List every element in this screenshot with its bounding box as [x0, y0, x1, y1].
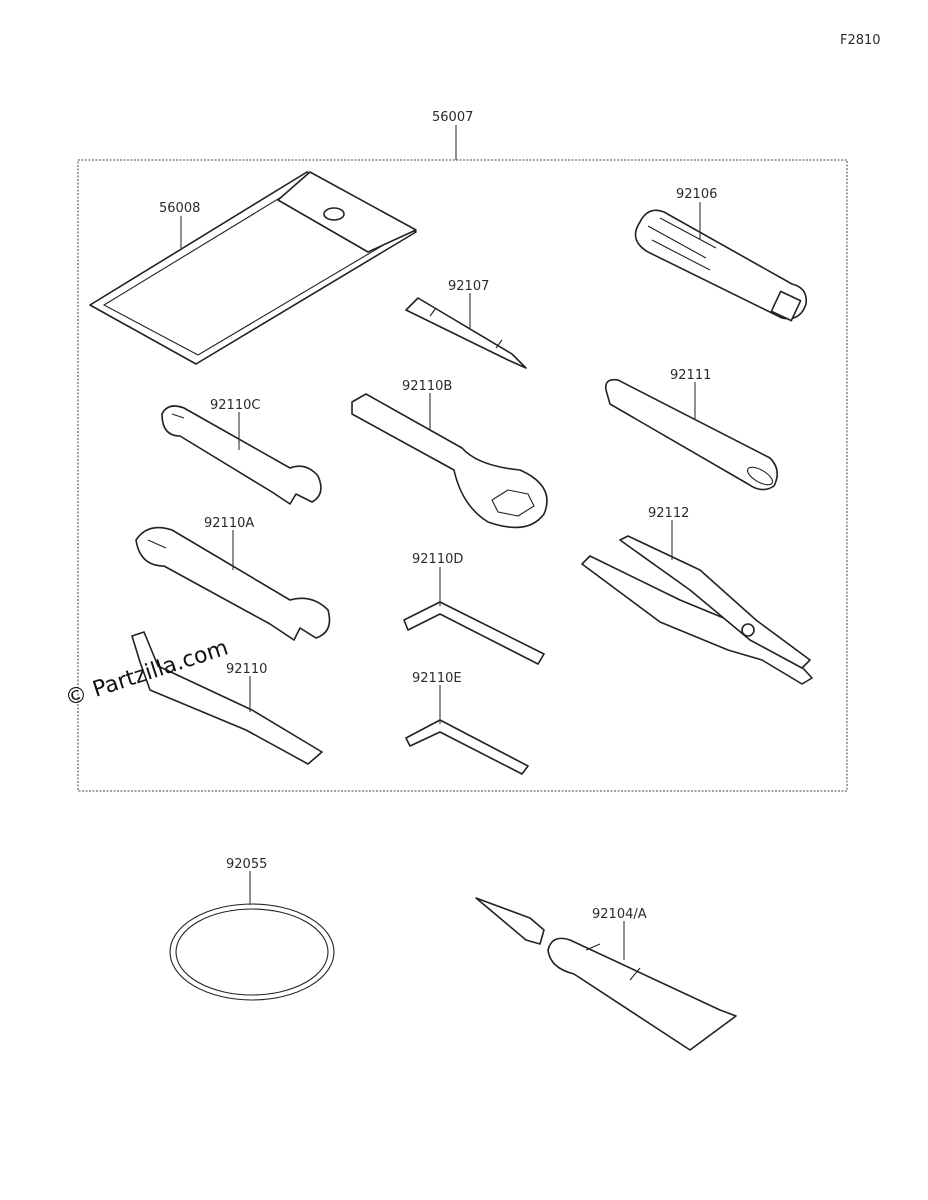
wrench-c-label: 92110C: [210, 398, 260, 413]
pouch-label: 56008: [159, 201, 200, 216]
pliers-label: 92112: [648, 506, 689, 521]
tool-pouch[interactable]: [89, 171, 417, 365]
driver-bit[interactable]: [405, 297, 527, 369]
ring-wrench[interactable]: [351, 393, 548, 529]
extension-bar-label: 92111: [670, 368, 711, 383]
hex-key-small[interactable]: [405, 719, 529, 775]
hex-key-e-label: 92110E: [412, 671, 462, 686]
driver-bit-label: 92107: [448, 279, 489, 294]
spanner-label: 92110: [226, 662, 267, 677]
wrench-a-label: 92110A: [204, 516, 254, 531]
spanner[interactable]: [131, 631, 323, 765]
o-ring-label: 92055: [226, 857, 267, 872]
open-wrench-large[interactable]: [135, 526, 331, 641]
extension-bar[interactable]: [604, 378, 778, 491]
grease-tube[interactable]: [475, 897, 737, 1051]
handle-grip-label: 92106: [676, 187, 717, 202]
open-wrench-small[interactable]: [161, 405, 322, 505]
hex-key-large[interactable]: [403, 601, 545, 665]
hex-key-d-label: 92110D: [412, 552, 463, 567]
ring-wrench-label: 92110B: [402, 379, 452, 394]
handle-grip[interactable]: [634, 209, 808, 322]
grease-tube-label: 92104/A: [592, 907, 647, 922]
figure-code: F2810: [840, 33, 881, 48]
pliers[interactable]: [581, 535, 813, 685]
o-ring[interactable]: [169, 903, 335, 1001]
kit-callout: 56007: [432, 110, 473, 125]
